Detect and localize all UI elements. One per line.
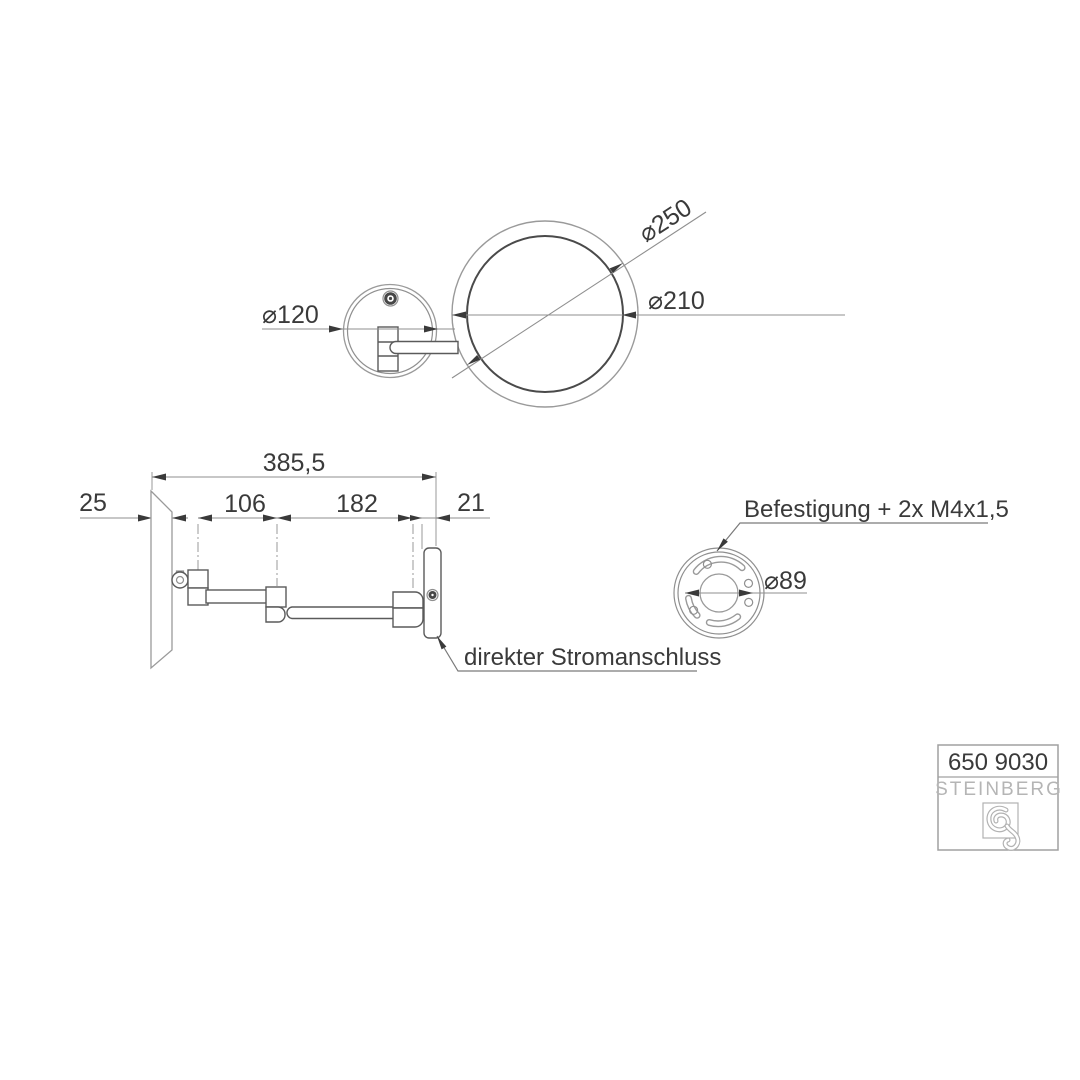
- arm-segment-2: [286, 606, 403, 620]
- brand-logo-icon: [982, 802, 1021, 851]
- arrow-21-left: [410, 515, 422, 521]
- label-dia-120: ⌀120: [262, 301, 319, 329]
- arrow-21-right: [436, 514, 450, 522]
- label-dia-210: ⌀210: [648, 287, 705, 315]
- label-mounting-note: Befestigung + 2x M4x1,5: [744, 496, 1009, 523]
- leader-mounting: [716, 522, 988, 552]
- label-dim-25: 25: [79, 489, 107, 517]
- arrow-120-right: [424, 325, 438, 333]
- arrow-106-left: [198, 514, 212, 522]
- wall-disc-inner-circle: [346, 287, 434, 375]
- title-block: 650 9030 STEINBERG: [935, 744, 1063, 851]
- label-dia-250: ⌀250: [634, 194, 697, 249]
- label-dim-total: 385,5: [263, 449, 326, 477]
- arrow-25-left: [138, 514, 152, 522]
- plate-slots: [685, 555, 754, 628]
- arrow-106-right: [263, 514, 277, 522]
- screw-head-icon: [382, 290, 399, 307]
- mirror-inner-circle: [466, 235, 624, 393]
- dim-line-250: [451, 211, 707, 379]
- wall-hinge: [171, 569, 209, 606]
- title-block-frame: [937, 744, 1059, 851]
- arm-top-view: [389, 340, 459, 355]
- arrow-mounting-leader: [717, 538, 728, 551]
- arrow-250-lower: [467, 355, 481, 365]
- label-dim-106: 106: [224, 490, 266, 518]
- arrow-182-left: [277, 514, 291, 522]
- arrow-total-right: [422, 473, 436, 481]
- arrow-total-left: [152, 473, 166, 481]
- arrow-120-left: [329, 325, 343, 333]
- arrow-89-left: [685, 589, 699, 597]
- arrow-25-right: [172, 514, 186, 522]
- arrow-210-right: [622, 311, 636, 319]
- front-view: ⌀120 ⌀250 ⌀210: [262, 194, 845, 408]
- plate-screw-icon: [426, 588, 439, 602]
- side-view: 385,5 25 106 182 21: [79, 449, 721, 672]
- article-number: 650 9030: [948, 749, 1048, 776]
- mirror-outer-circle: [451, 220, 639, 408]
- arrow-182-right: [398, 514, 412, 522]
- arrow-210-left: [452, 311, 466, 319]
- arm-segment-1: [205, 589, 269, 604]
- arrow-89-right: [739, 589, 753, 597]
- head-bracket: [392, 591, 424, 628]
- label-dim-21: 21: [457, 489, 485, 517]
- detail-view: ⌀89 Befestigung + 2x M4x1,5: [673, 496, 1009, 639]
- wall-panel: [150, 489, 173, 670]
- label-dia-89: ⌀89: [764, 567, 807, 595]
- arrow-power-leader: [437, 636, 447, 650]
- elbow-joint: [265, 586, 287, 623]
- label-dim-182: 182: [336, 490, 378, 518]
- arrow-250-upper: [609, 263, 623, 273]
- brand-name: STEINBERG: [935, 779, 1063, 800]
- label-power-connection: direkter Stromanschluss: [464, 644, 721, 671]
